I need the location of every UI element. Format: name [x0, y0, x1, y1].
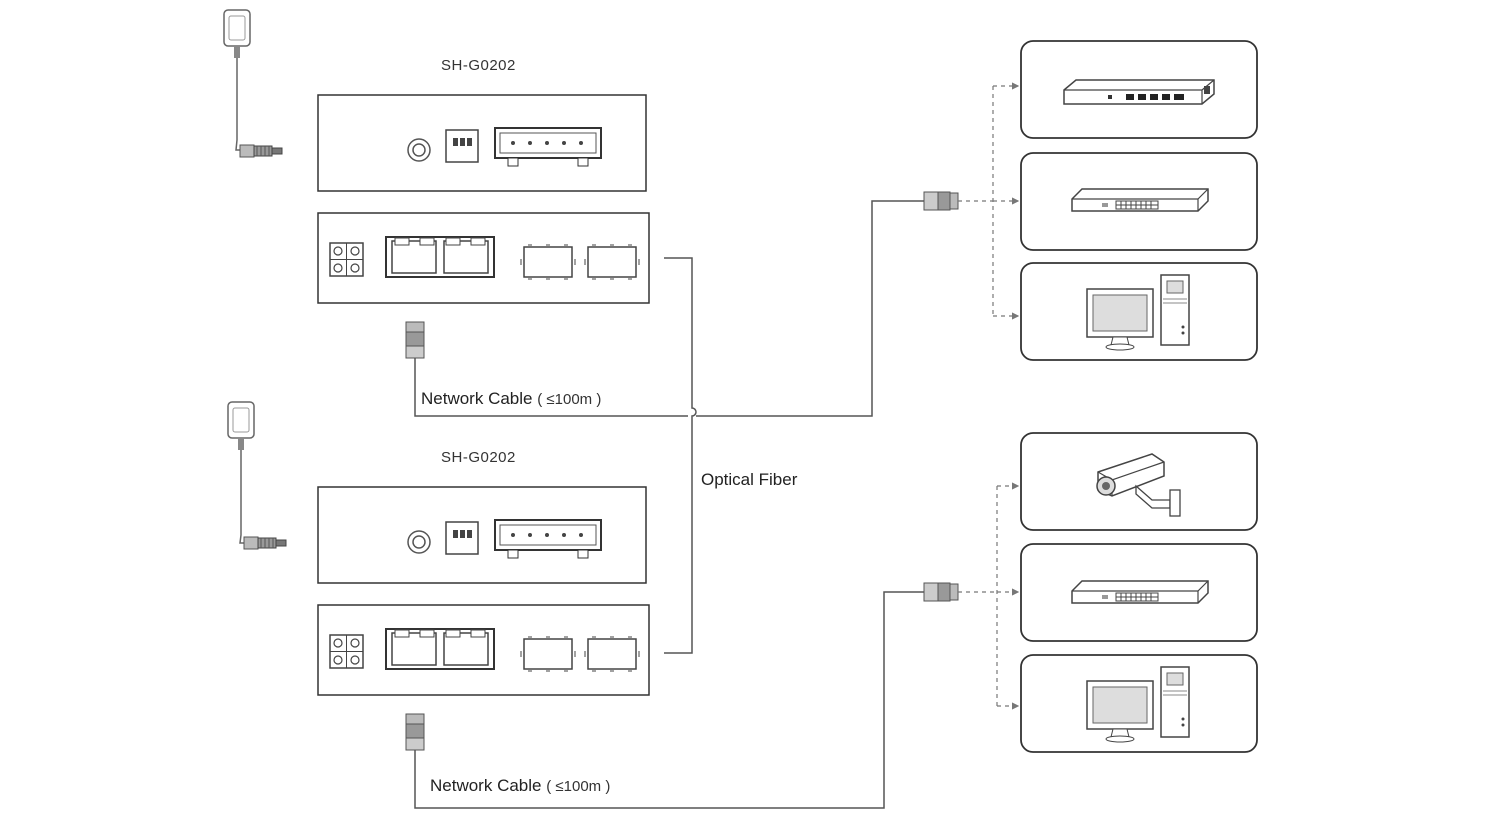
- power-cable: [239, 462, 244, 544]
- dashed-connection-lines: [958, 482, 1020, 710]
- power-adapter-icon: [227, 401, 255, 463]
- power-cable: [235, 70, 240, 151]
- rj45-connector-icon: [923, 582, 959, 602]
- network-switch-icon: [1071, 188, 1209, 212]
- network-switch-icon: [1071, 580, 1209, 604]
- cable-label-text: Network Cable: [430, 776, 542, 795]
- rj45-plug-icon: [405, 713, 425, 751]
- cable-label-text: Network Cable: [421, 389, 533, 408]
- device-model-label: SH-G0202: [441, 57, 516, 74]
- device-model-label: SH-G0202: [441, 449, 516, 466]
- device-port-panel: [317, 212, 650, 304]
- device-port-panel: [317, 604, 650, 696]
- router-icon: [1063, 79, 1215, 105]
- device-top-panel: [317, 94, 647, 192]
- dc-plug-icon: [243, 536, 287, 550]
- network-cable-line: [414, 200, 926, 417]
- dashed-connection-lines: [958, 82, 1020, 320]
- dc-plug-icon: [239, 144, 283, 158]
- optical-fiber-label: Optical Fiber: [701, 470, 798, 489]
- cable-length-text: ( ≤100m ): [546, 778, 611, 795]
- network-cable-label: Network Cable ( ≤100m ): [430, 776, 610, 796]
- power-adapter-icon: [223, 9, 251, 71]
- cable-length-text: ( ≤100m ): [537, 391, 602, 408]
- network-cable-label: Network Cable ( ≤100m ): [421, 389, 601, 409]
- network-cable-line: [414, 591, 926, 809]
- optical-fiber-line: [664, 257, 697, 654]
- rj45-connector-icon: [923, 191, 959, 211]
- rj45-plug-icon: [405, 321, 425, 359]
- device-top-panel: [317, 486, 647, 584]
